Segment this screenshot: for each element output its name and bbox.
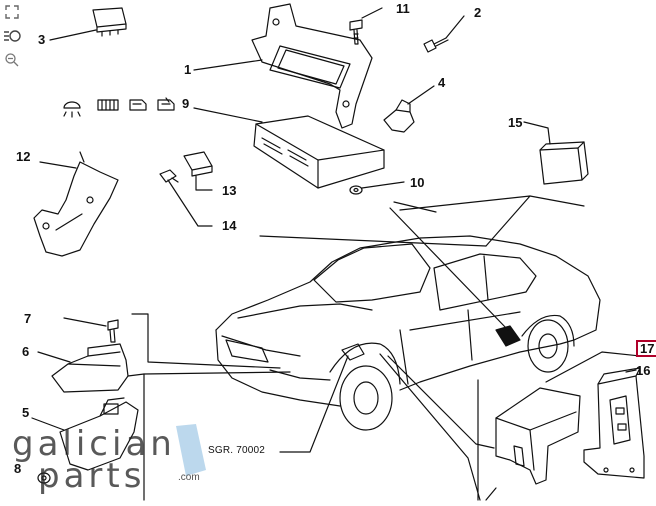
- callout-4[interactable]: 4: [438, 75, 446, 90]
- callout-2[interactable]: 2: [474, 5, 482, 20]
- callout-15[interactable]: 15: [508, 115, 523, 130]
- diagram-reference-code: SGR. 70002: [208, 445, 266, 456]
- callout-8[interactable]: 8: [14, 461, 22, 476]
- callout-1[interactable]: 1: [184, 62, 192, 77]
- callout-5[interactable]: 5: [22, 405, 30, 420]
- callout-11[interactable]: 11: [396, 1, 410, 16]
- feature-icons-row: [63, 97, 175, 118]
- callout-3[interactable]: 3: [38, 32, 46, 47]
- callout-17-highlighted[interactable]: 17: [636, 340, 656, 357]
- part-screw-7: [107, 319, 119, 343]
- callout-10[interactable]: 10: [410, 175, 425, 190]
- callout-6[interactable]: 6: [22, 344, 30, 359]
- part-control-unit-9: [253, 115, 385, 189]
- part-relay-15: [539, 141, 589, 185]
- watermark-accent-shape: [176, 424, 206, 476]
- zoom-out-icon[interactable]: [4, 52, 20, 68]
- part-bracket-16: [583, 367, 645, 479]
- part-bracket-12: [33, 151, 119, 257]
- part-bracket-1: [251, 3, 373, 129]
- exit-fullscreen-icon[interactable]: [4, 4, 20, 20]
- callout-9[interactable]: 9: [182, 96, 190, 111]
- callout-16[interactable]: 16: [636, 363, 651, 378]
- watermark-logo-line1: galician: [12, 424, 176, 464]
- part-module-13: [183, 151, 213, 177]
- callout-13[interactable]: 13: [222, 183, 237, 198]
- callout-7[interactable]: 7: [24, 311, 32, 326]
- part-relay-3: [92, 7, 127, 37]
- part-clip-4: [383, 99, 415, 133]
- callout-12[interactable]: 12: [16, 149, 31, 164]
- part-screw-11: [349, 19, 363, 45]
- part-relay-5: [59, 397, 139, 471]
- watermark-logo-line2: parts: [38, 456, 146, 496]
- part-nut-10: [349, 185, 363, 195]
- part-connector-14: [159, 169, 179, 183]
- part-nut-8: [37, 472, 51, 484]
- part-bracket-6: [51, 343, 129, 393]
- part-cover-17: [495, 387, 581, 485]
- callout-14[interactable]: 14: [222, 218, 237, 233]
- car-body: [215, 235, 601, 431]
- light-toggle-icon[interactable]: [4, 28, 21, 44]
- part-bolt-2: [423, 37, 449, 53]
- watermark-logo-suffix: .com: [178, 472, 200, 483]
